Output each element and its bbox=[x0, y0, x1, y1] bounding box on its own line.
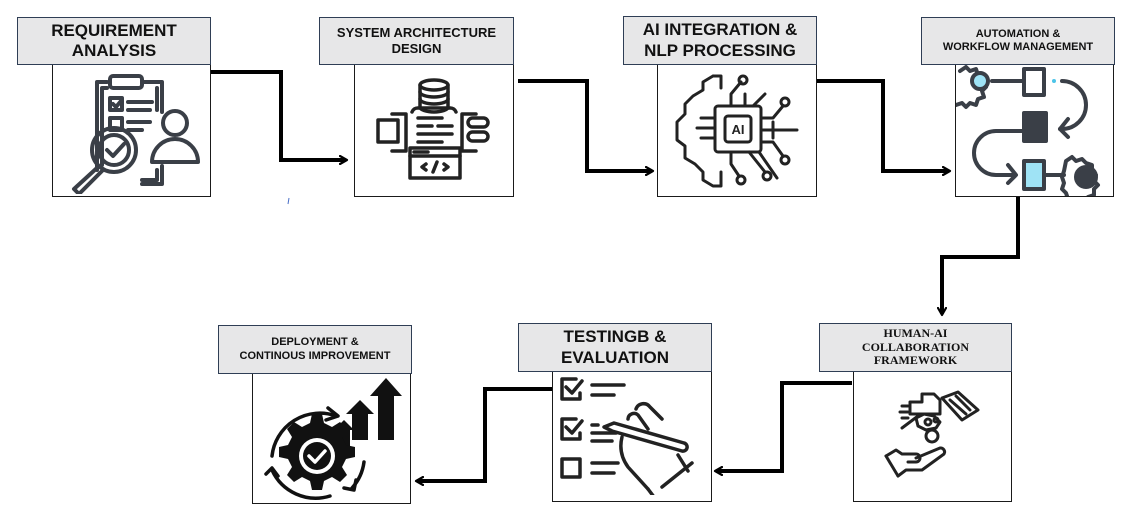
checklist-hand-pen-icon bbox=[560, 377, 694, 495]
stage-title: AUTOMATION & WORKFLOW MANAGEMENT bbox=[921, 17, 1115, 65]
ai-chip-gear-circuit-icon: AI bbox=[675, 74, 799, 188]
arrow-ai-to-automation bbox=[817, 79, 949, 171]
stray-mark bbox=[287, 197, 290, 205]
stage-title: SYSTEM ARCHITECTURE DESIGN bbox=[319, 17, 514, 65]
arrow-testing-to-deployment bbox=[417, 387, 552, 481]
stage-title: TESTINGB & EVALUATION bbox=[518, 323, 712, 372]
stage-title: AI INTEGRATION & NLP PROCESSING bbox=[623, 16, 817, 65]
stage-frame bbox=[354, 64, 514, 197]
hand-holding-ideas-icon bbox=[884, 390, 980, 478]
database-architecture-code-icon bbox=[376, 78, 490, 180]
stage-title: HUMAN-AI COLLABORATION FRAMEWORK bbox=[819, 323, 1012, 372]
stage-title: DEPLOYMENT & CONTINOUS IMPROVEMENT bbox=[218, 325, 412, 374]
svg-text:AI: AI bbox=[732, 122, 745, 137]
arrow-automation-to-human-ai bbox=[942, 197, 1020, 314]
arrow-requirement-to-architecture bbox=[211, 70, 346, 160]
stage-title: REQUIREMENT ANALYSIS bbox=[17, 17, 211, 65]
arrow-human-ai-to-testing bbox=[716, 381, 852, 471]
clipboard-magnifier-user-icon bbox=[72, 74, 200, 194]
gear-check-cycle-arrows-up-icon bbox=[264, 378, 402, 500]
gear-workflow-icon bbox=[956, 65, 1100, 196]
arrow-architecture-to-ai bbox=[518, 79, 652, 171]
